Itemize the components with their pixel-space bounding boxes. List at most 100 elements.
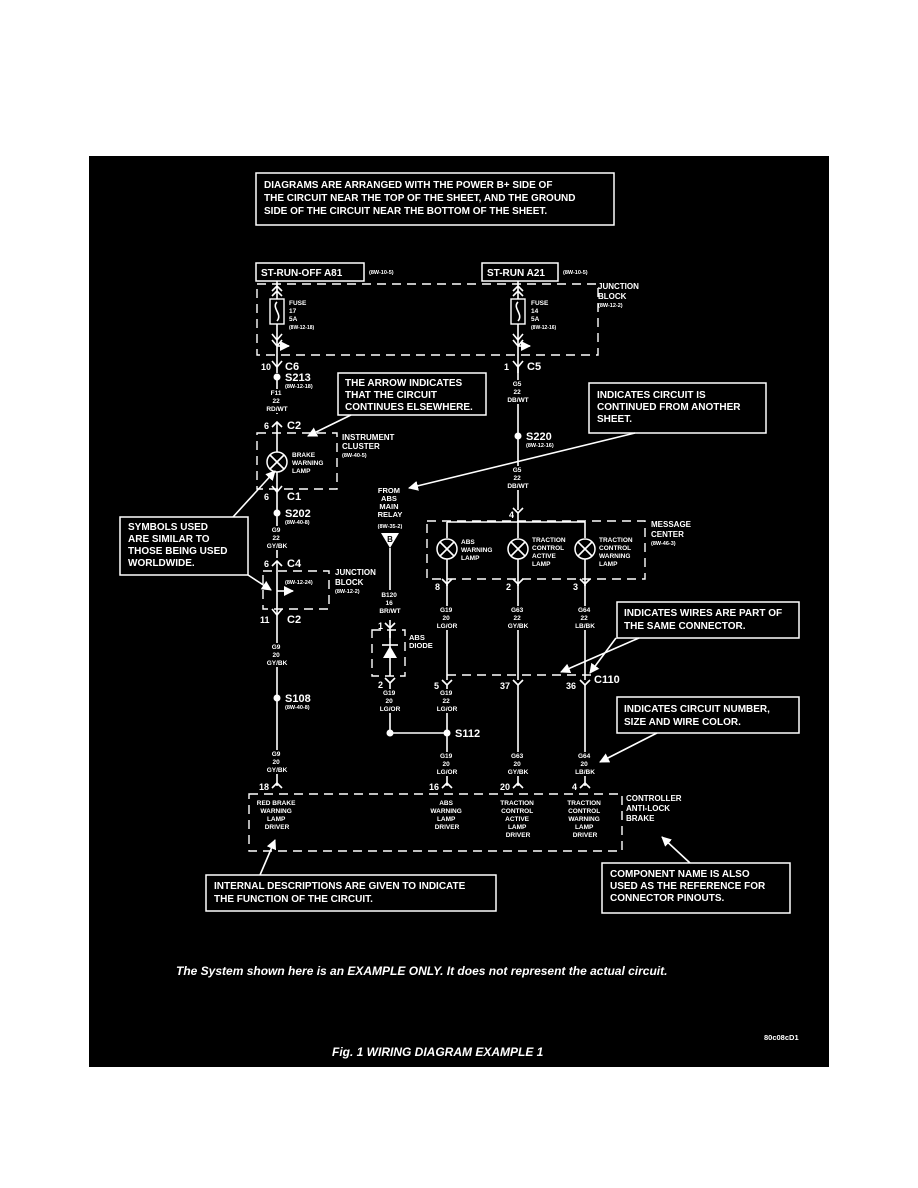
power-box-st-run bbox=[481, 262, 559, 282]
callout-arranged-text: DIAGRAMS ARE ARRANGED WITH THE POWER B+ … bbox=[264, 180, 578, 217]
diode-splice-dot bbox=[386, 729, 394, 737]
message-center-label: MESSAGE CENTER bbox=[651, 520, 693, 539]
wire-g63-b-label: G63 20 GY/BK bbox=[508, 753, 529, 776]
c6-label: C6 bbox=[285, 361, 299, 373]
abs-lamp-cross bbox=[439, 541, 455, 586]
ctrl-pin-4: 4 bbox=[572, 782, 577, 792]
callout-arrow-box bbox=[337, 372, 487, 416]
fuse-17-label: FUSE 17 5A (8W-12-18) bbox=[289, 300, 315, 331]
wiring-diagram: DIAGRAMS ARE ARRANGED WITH THE POWER B+ … bbox=[119, 172, 800, 1059]
diode-bottom-connector bbox=[384, 677, 396, 685]
wire-g19-b-label: G19 20 LG/OR bbox=[437, 607, 458, 630]
s220-label: S220 bbox=[526, 431, 552, 443]
wire-g9-c-label: G9 20 GY/BK bbox=[267, 751, 288, 774]
power-label-st-run-off: ST-RUN-OFF A81 bbox=[261, 268, 343, 279]
abs-relay-marker-icon bbox=[381, 533, 399, 548]
callout-symbols-text: SYMBOLS USED ARE SIMILAR TO THOSE BEING … bbox=[128, 522, 230, 569]
controller-label: CONTROLLER ANTI-LOCK BRAKE bbox=[626, 794, 684, 823]
instrument-cluster-label: INSTRUMENT CLUSTER bbox=[342, 433, 397, 451]
wires-to-c110 bbox=[446, 584, 586, 680]
abs-relay-marker-letter: B bbox=[387, 535, 393, 544]
wire-g64-b-label: G64 20 LB/BK bbox=[575, 753, 595, 776]
c2-label: C2 bbox=[287, 420, 301, 432]
junction-block-top-ref: (8W-12-2) bbox=[598, 303, 623, 309]
c5-label: C5 bbox=[527, 361, 541, 373]
c2b-symbol bbox=[271, 608, 283, 617]
tc-warning-pin: 3 bbox=[573, 582, 578, 592]
wire-g19-c-label: G19 22 LG/OR bbox=[437, 690, 458, 713]
s112-label: S112 bbox=[455, 728, 480, 740]
tc-active-lamp-label: TRACTION CONTROL ACTIVE LAMP bbox=[532, 537, 567, 568]
wire-g9-b-label-bg bbox=[265, 643, 289, 667]
wire-g19-a-label: G19 20 LG/OR bbox=[380, 690, 401, 713]
c2-pin: 6 bbox=[264, 421, 269, 431]
example-note: The System shown here is an EXAMPLE ONLY… bbox=[176, 964, 667, 978]
message-center-ref: (8W-46-3) bbox=[651, 541, 676, 547]
c1-pin: 6 bbox=[264, 492, 269, 502]
wire-b120-label-bg bbox=[376, 590, 404, 620]
fuse-14-label: FUSE 14 5A (8W-12-16) bbox=[531, 300, 557, 331]
callout-continued-text: INDICATES CIRCUIT IS CONTINUED FROM ANOT… bbox=[597, 390, 743, 425]
power-ref-right: (8W-10-5) bbox=[563, 270, 588, 276]
abs-relay-ref: (8W-35-2) bbox=[378, 524, 403, 530]
s108-splice-dot bbox=[273, 694, 281, 702]
callout-internal-box bbox=[205, 874, 497, 912]
diode-top-connector bbox=[384, 622, 396, 630]
connector-arrow-left-top bbox=[271, 284, 283, 297]
controller-driver-3: TRACTION CONTROL ACTIVE LAMP DRIVER bbox=[500, 800, 535, 839]
wire-g5-top-label-bg bbox=[506, 380, 530, 404]
wire-g64-a-label: G64 22 LB/BK bbox=[575, 607, 595, 630]
callout-circuit-number-text: INDICATES CIRCUIT NUMBER, SIZE AND WIRE … bbox=[624, 704, 773, 728]
callout-internal-pointer bbox=[259, 839, 277, 876]
fuse-17-icon bbox=[269, 298, 285, 325]
tc-active-lamp-cross bbox=[510, 541, 526, 586]
wire-g9-a-label-bg bbox=[265, 526, 289, 550]
wire-g5-top-label: G5 22 DB/WT bbox=[507, 381, 528, 404]
callout-symbols-pointer-2 bbox=[247, 574, 272, 591]
controller-driver-2: ABS WARNING LAMP DRIVER bbox=[430, 800, 463, 831]
tc-active-pin: 2 bbox=[506, 582, 511, 592]
ctrl-pin-20: 20 bbox=[500, 782, 510, 792]
power-ref-left: (8W-10-5) bbox=[369, 270, 394, 276]
c110-pin-5: 5 bbox=[434, 681, 439, 691]
callout-component-name-box bbox=[601, 862, 791, 914]
abs-lamp-pin: 8 bbox=[435, 582, 440, 592]
callout-same-connector-box bbox=[616, 601, 800, 639]
junction-block-top-label: JUNCTION BLOCK bbox=[598, 282, 641, 301]
instrument-cluster-box bbox=[256, 432, 338, 490]
power-label-st-run: ST-RUN A21 bbox=[487, 268, 545, 279]
c4-label: C4 bbox=[287, 558, 302, 570]
wire-g19-c-label-bg bbox=[435, 689, 459, 713]
wire-g9-b-label: G9 20 GY/BK bbox=[267, 644, 288, 667]
brake-lamp-cross bbox=[269, 454, 285, 470]
diagram-panel: DIAGRAMS ARE ARRANGED WITH THE POWER B+ … bbox=[89, 156, 829, 1067]
wire-f11-label: F11 22 RD/WT bbox=[266, 390, 287, 413]
c1-symbol bbox=[271, 485, 283, 494]
fuse-14-icon bbox=[510, 298, 526, 325]
c6-pin: 10 bbox=[261, 362, 271, 372]
abs-diode-label: ABS DIODE bbox=[409, 633, 433, 650]
s213-ref: (8W-12-18) bbox=[285, 384, 313, 390]
instrument-cluster-ref: (8W-40-5) bbox=[342, 453, 367, 459]
wire-g5-bot-label-bg bbox=[506, 466, 530, 490]
brake-warning-lamp-icon bbox=[266, 451, 288, 473]
wire-g64-a-label-bg bbox=[573, 606, 597, 630]
s112-splice-dot bbox=[443, 729, 451, 737]
diode-top-pin: 1 bbox=[378, 621, 383, 631]
abs-relay-label: FROM ABS MAIN RELAY bbox=[378, 486, 403, 519]
wire-g19-b-label-bg bbox=[435, 606, 459, 630]
c2b-label: C2 bbox=[287, 614, 301, 626]
callout-component-name-text: COMPONENT NAME IS ALSO USED AS THE REFER… bbox=[610, 869, 768, 904]
s108-label: S108 bbox=[285, 693, 311, 705]
brake-warning-lamp-label: BRAKE WARNING LAMP bbox=[292, 452, 325, 475]
callout-component-name-pointer bbox=[661, 836, 691, 864]
connector-arrow-right-top bbox=[512, 284, 524, 297]
tc-warning-lamp-cross bbox=[577, 541, 593, 586]
callout-internal-text: INTERNAL DESCRIPTIONS ARE GIVEN TO INDIC… bbox=[214, 881, 468, 905]
junction-2-ref-a: (8W-12-24) bbox=[285, 580, 313, 586]
s220-splice-dot bbox=[514, 432, 522, 440]
message-center-box bbox=[426, 520, 646, 580]
c5-pin: 1 bbox=[504, 362, 509, 372]
c2b-pin: 11 bbox=[260, 615, 270, 625]
c4-pin: 6 bbox=[264, 559, 269, 569]
